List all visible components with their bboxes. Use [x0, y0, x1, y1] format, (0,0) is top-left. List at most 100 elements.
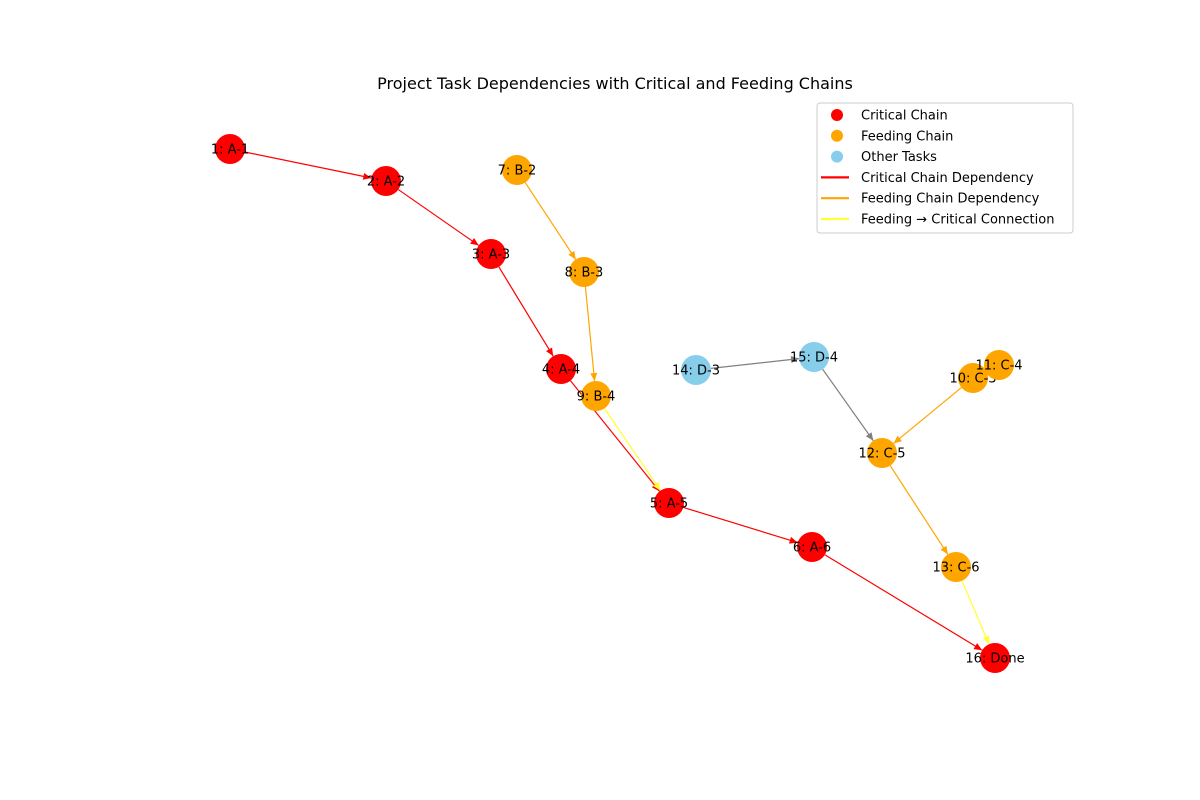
edge-arrowhead	[940, 545, 948, 555]
edge-line	[524, 182, 577, 260]
edge-line	[710, 358, 800, 369]
node-label: 9: B-4	[577, 390, 616, 405]
node-circle	[941, 552, 971, 582]
edge-arrowhead	[973, 643, 983, 651]
edge-line	[893, 387, 962, 444]
legend-item: Other Tasks	[831, 150, 937, 165]
node-16: 16: Done	[965, 643, 1025, 673]
node-1: 1: A-1	[211, 134, 249, 164]
node-label: 8: B-3	[565, 266, 604, 281]
edge-13-16	[961, 580, 990, 645]
legend-frame	[816, 102, 1074, 234]
edge-6-16	[824, 554, 983, 651]
node-label: 6: A-6	[793, 541, 831, 556]
node-11: 11: C-4	[975, 350, 1023, 380]
legend-item: Feeding Chain	[831, 129, 953, 144]
edge-8-9	[584, 286, 598, 382]
node-circle	[799, 342, 829, 372]
legend-marker	[831, 150, 843, 163]
edge-line	[397, 189, 480, 246]
edge-12-13	[889, 465, 949, 555]
node-label: 15: D-4	[790, 351, 838, 366]
edge-line	[961, 580, 990, 645]
node-12: 12: C-5	[858, 438, 906, 468]
node-label: 1: A-1	[211, 143, 249, 158]
node-circle	[371, 166, 401, 196]
edge-arrowhead	[982, 635, 990, 645]
edge-arrowhead	[590, 372, 598, 382]
node-label: 2: A-2	[367, 175, 405, 190]
edge-line	[822, 368, 874, 442]
node-3: 3: A-3	[472, 239, 510, 269]
edge-line	[498, 266, 554, 357]
node-circle	[215, 134, 245, 164]
node-7: 7: B-2	[498, 155, 537, 185]
nodes-layer: 1: A-1 2: A-2 3: A-3 4: A-4 5: A-5 6: A-6 7: B…	[211, 134, 1025, 673]
edge-15-12	[822, 368, 874, 442]
node-circle	[681, 355, 711, 385]
node-circle	[984, 350, 1014, 380]
legend-item: Feeding Chain Dependency	[821, 192, 1040, 207]
edge-line	[889, 465, 949, 555]
edge-9-5	[603, 408, 662, 491]
legend-marker	[831, 129, 843, 142]
legend-item: Critical Chain	[831, 109, 948, 124]
node-label: 12: C-5	[858, 447, 905, 462]
legend-label: Feeding Chain	[861, 129, 953, 144]
edge-arrowhead	[893, 435, 902, 444]
edge-arrowhead	[653, 482, 661, 491]
node-6: 6: A-6	[793, 532, 831, 562]
node-label: 5: A-5	[650, 497, 688, 512]
node-5: 5: A-5	[650, 488, 688, 518]
node-13: 13: C-6	[932, 552, 980, 582]
node-8: 8: B-3	[565, 257, 604, 287]
edges-layer	[244, 151, 990, 651]
node-label: 7: B-2	[498, 164, 537, 179]
edge-line	[584, 286, 596, 382]
legend-label: Other Tasks	[861, 150, 937, 165]
edge-arrowhead	[865, 432, 874, 441]
edge-arrowhead	[362, 172, 372, 180]
node-10: 10: C-3	[949, 363, 997, 393]
node-circle	[958, 363, 988, 393]
edge-arrowhead	[470, 237, 479, 246]
edge-2-3	[397, 189, 480, 246]
node-circle	[797, 532, 827, 562]
node-label: 16: Done	[965, 652, 1024, 667]
node-14: 14: D-3	[672, 355, 720, 385]
edge-3-4	[498, 266, 554, 357]
node-4: 4: A-4	[542, 354, 580, 384]
edge-arrowhead	[568, 250, 576, 260]
legend-item: Critical Chain Dependency	[821, 171, 1034, 186]
edge-14-15	[710, 356, 800, 369]
edge-5-6	[683, 506, 798, 544]
edge-line	[683, 506, 798, 544]
node-circle	[476, 239, 506, 269]
legend-label: Critical Chain Dependency	[861, 171, 1034, 186]
node-label: 3: A-3	[472, 248, 510, 263]
legend-item: Feeding → Critical Connection	[821, 213, 1054, 228]
node-label: 13: C-6	[932, 561, 979, 576]
legend-label: Feeding Chain Dependency	[861, 192, 1040, 207]
node-label: 11: C-4	[975, 359, 1022, 374]
node-9: 9: B-4	[577, 381, 616, 411]
node-circle	[581, 381, 611, 411]
chart-title: Project Task Dependencies with Critical …	[377, 74, 853, 93]
edge-1-2	[244, 151, 372, 180]
node-circle	[654, 488, 684, 518]
node-circle	[867, 438, 897, 468]
node-circle	[569, 257, 599, 287]
edge-10-12	[893, 387, 962, 444]
legend-marker	[831, 109, 843, 121]
edge-line	[824, 554, 983, 651]
node-circle	[980, 643, 1010, 673]
node-label: 10: C-3	[949, 372, 996, 387]
node-15: 15: D-4	[790, 342, 838, 372]
edge-line	[244, 151, 372, 179]
edge-line	[603, 408, 662, 491]
legend-label: Feeding → Critical Connection	[861, 213, 1054, 228]
node-label: 4: A-4	[542, 363, 580, 378]
